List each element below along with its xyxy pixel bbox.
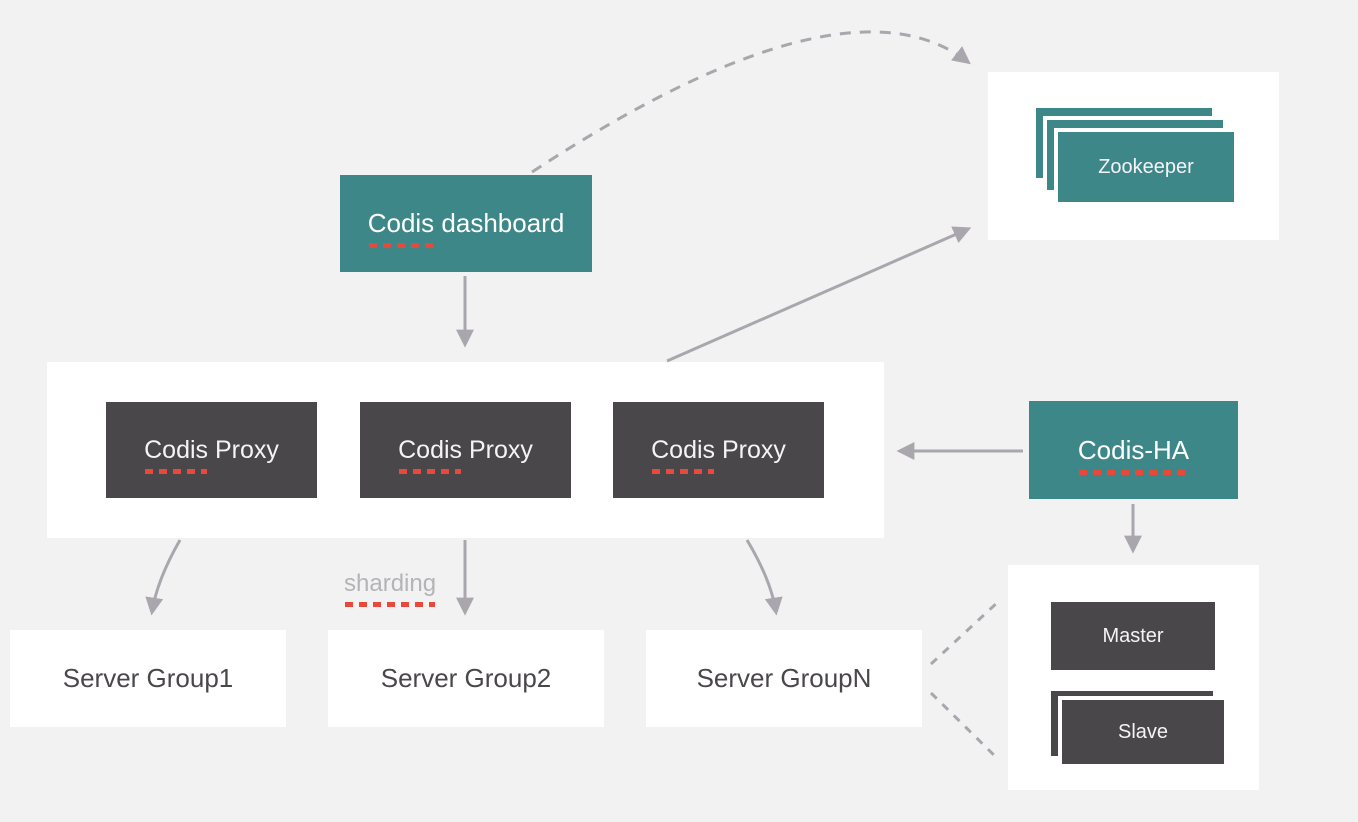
codis-proxy-node-1: Codis Proxy	[106, 402, 317, 498]
slave-node: Slave	[1058, 696, 1228, 768]
codis-dashboard-node: Codis dashboard	[340, 175, 592, 272]
codis-proxy-node-3: Codis Proxy	[613, 402, 824, 498]
dashed-arrow-dashboard-to-zookeeper	[531, 30, 971, 174]
proxy-row-container: Codis Proxy Codis Proxy Codis Proxy	[47, 362, 884, 538]
dashed-link-server-group-n-to-master	[929, 599, 1001, 666]
arrow-proxy-to-server-group-1	[145, 539, 182, 616]
codis-proxy-label-1: Codis Proxy	[144, 435, 279, 474]
server-group-n-node: Server GroupN	[646, 630, 922, 727]
zookeeper-label: Zookeeper	[1098, 155, 1194, 178]
codis-proxy-node-2: Codis Proxy	[360, 402, 571, 498]
master-label: Master	[1102, 624, 1164, 647]
server-group-1-label: Server Group1	[62, 663, 234, 693]
codis-dashboard-label: Codis dashboard	[367, 208, 565, 248]
server-group-2-label: Server Group2	[380, 663, 552, 693]
zookeeper-cluster-container: Zookeeper	[988, 72, 1279, 240]
sharding-label: sharding	[344, 570, 437, 607]
server-group-n-label: Server GroupN	[696, 663, 872, 693]
master-slave-container: Master Slave	[1008, 565, 1259, 790]
slave-label: Slave	[1117, 720, 1169, 743]
arrow-proxies-to-zookeeper	[666, 226, 972, 363]
codis-proxy-label-2: Codis Proxy	[398, 435, 533, 474]
server-group-2-node: Server Group2	[328, 630, 604, 727]
codis-ha-label: Codis-HA	[1077, 434, 1190, 475]
codis-proxy-label-3: Codis Proxy	[651, 435, 786, 474]
server-group-1-node: Server Group1	[10, 630, 286, 727]
arrow-proxy-to-server-group-n	[745, 539, 783, 616]
sharding-annotation: sharding	[344, 570, 437, 607]
codis-ha-node: Codis-HA	[1029, 401, 1238, 499]
master-node: Master	[1051, 602, 1215, 670]
zookeeper-node: Zookeeper	[1054, 128, 1238, 206]
dashed-link-server-group-n-to-slave	[929, 691, 1001, 762]
